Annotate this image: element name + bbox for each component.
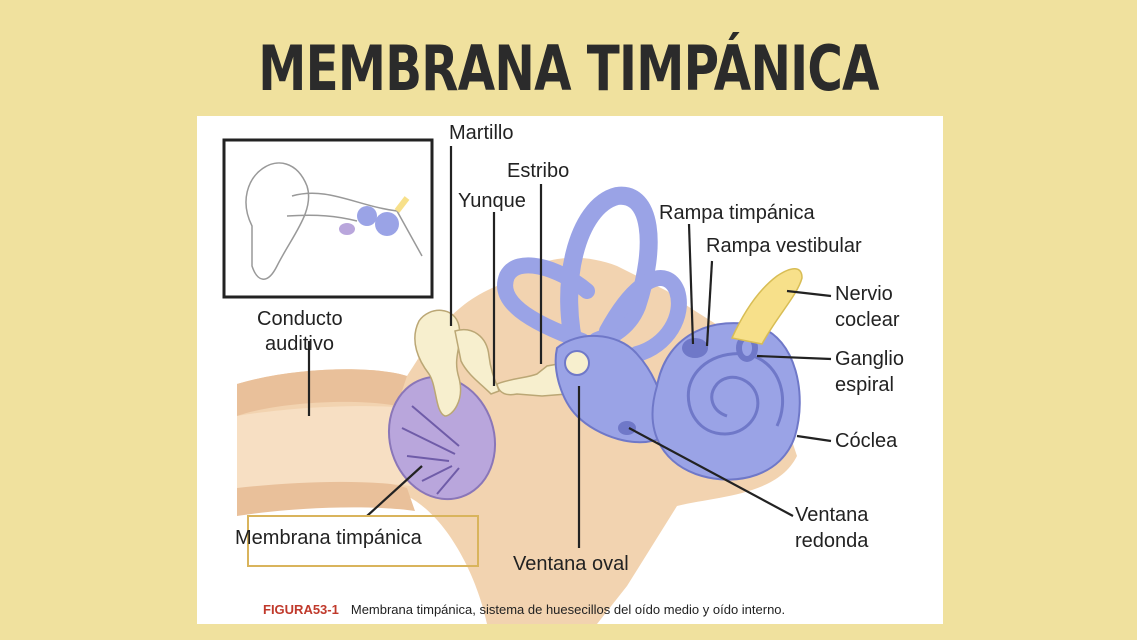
- label-martillo: Martillo: [449, 122, 514, 144]
- label-estribo: Estribo: [507, 160, 570, 182]
- label-nervio-coclear-line2: coclear: [835, 309, 900, 331]
- cochlea: [651, 322, 801, 481]
- label-ganglio-espiral-line1: Ganglio: [835, 348, 904, 370]
- label-nervio-coclear-line1: Nervio: [835, 283, 893, 305]
- label-conducto-auditivo-line2: auditivo: [265, 333, 334, 355]
- vestibule: [554, 335, 669, 444]
- leader-lines: [307, 146, 832, 548]
- ear-diagram: [222, 138, 832, 624]
- slide-title: MEMBRANA TIMPÁNICA: [258, 32, 879, 105]
- ossicles: [414, 309, 575, 417]
- ear-canal: [237, 406, 422, 488]
- label-coclea: Cóclea: [835, 430, 898, 452]
- figure-caption-text: Membrana timpánica, sistema de huesecill…: [350, 602, 786, 617]
- ear-anatomy-figure: Martillo Estribo Yunque Rampa timpánica …: [197, 116, 943, 624]
- label-conducto-auditivo-line1: Conducto: [257, 308, 343, 330]
- label-rampa-vestibular: Rampa vestibular: [706, 235, 862, 257]
- figure-caption: FIGURA53-1 Membrana timpánica, sistema de…: [263, 602, 785, 617]
- label-ventana-redonda-line1: Ventana: [795, 504, 869, 526]
- cochlear-nerve: [730, 268, 803, 345]
- label-yunque: Yunque: [458, 190, 526, 212]
- label-ventana-oval: Ventana oval: [513, 553, 629, 575]
- inset-overview: [222, 138, 434, 299]
- label-rampa-timpanica: Rampa timpánica: [659, 202, 815, 224]
- label-ventana-redonda-line2: redonda: [795, 530, 869, 552]
- membrana-highlight-box: [247, 515, 479, 567]
- figure-number: FIGURA53-1: [263, 602, 339, 617]
- tympanic-membrane-shape: [387, 375, 497, 501]
- label-ganglio-espiral-line2: espiral: [835, 374, 894, 396]
- label-membrana-timpanica: Membrana timpánica: [235, 527, 422, 549]
